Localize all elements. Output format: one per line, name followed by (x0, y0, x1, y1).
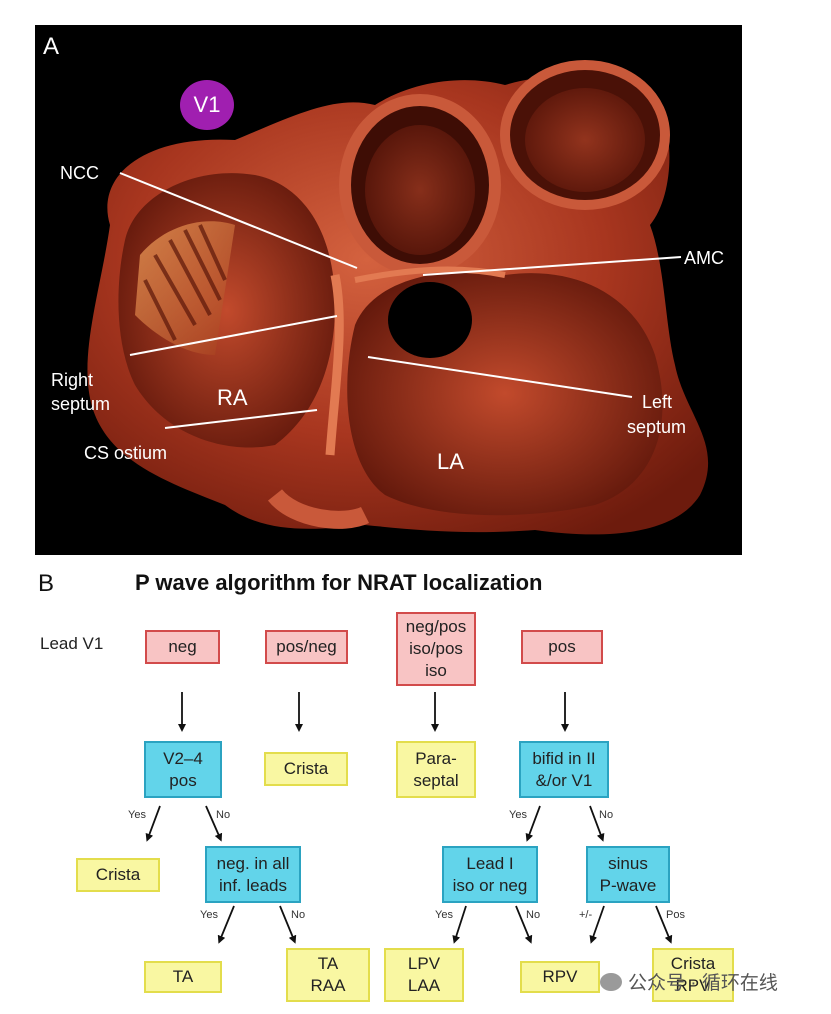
label-la: LA (437, 449, 464, 474)
box-v1-pos-neg: pos/neg (265, 630, 348, 664)
lead-v1-badge: V1 (180, 80, 234, 130)
algorithm-title: P wave algorithm for NRAT localization (135, 570, 543, 595)
label-left-septum-line2: septum (627, 417, 687, 437)
decision-yes: Yes (128, 809, 146, 821)
decision-yes: Yes (509, 809, 527, 821)
decision-pos: Pos (666, 909, 685, 921)
heart-specimen-image (87, 60, 709, 535)
decision-yes: Yes (435, 909, 453, 921)
decision-no: No (599, 809, 614, 821)
anatomy-panel: A V1 NCC AMC Right septum Left septum CS… (35, 25, 742, 555)
panel-letter-a: A (43, 33, 60, 60)
label-amc: AMC (684, 248, 724, 268)
decision-plus-minus: +/- (579, 909, 593, 921)
label-right-septum-line1: Right (51, 370, 94, 390)
lead-v1-label: Lead V1 (40, 634, 104, 653)
label-ra: RA (217, 385, 248, 410)
box-ta: TA (144, 961, 222, 993)
wechat-icon (600, 972, 622, 991)
wechat-watermark: 公众号 · 循环在线 (600, 968, 778, 995)
box-crista-row3: Crista (76, 858, 160, 892)
label-right-septum-line2: septum (51, 394, 111, 414)
label-ncc: NCC (60, 163, 99, 183)
box-paraseptal: Para-septal (396, 741, 476, 798)
decision-yes: Yes (200, 909, 218, 921)
annotation-lines (119, 172, 682, 429)
watermark-text: 公众号 · 循环在线 (628, 973, 778, 994)
box-crista-row2: Crista (264, 752, 348, 786)
label-cs-ostium: CS ostium (84, 443, 168, 463)
decision-no: No (291, 909, 306, 921)
box-rpv: RPV (520, 961, 600, 993)
panel-letter-b: B (38, 570, 55, 597)
decision-no: No (216, 809, 231, 821)
box-v1-neg: neg (145, 630, 220, 664)
box-bifid: bifid in II&/or V1 (519, 741, 609, 798)
box-v1-pos: pos (521, 630, 603, 664)
label-left-septum-line1: Left (642, 392, 673, 412)
decision-no: No (526, 909, 541, 921)
